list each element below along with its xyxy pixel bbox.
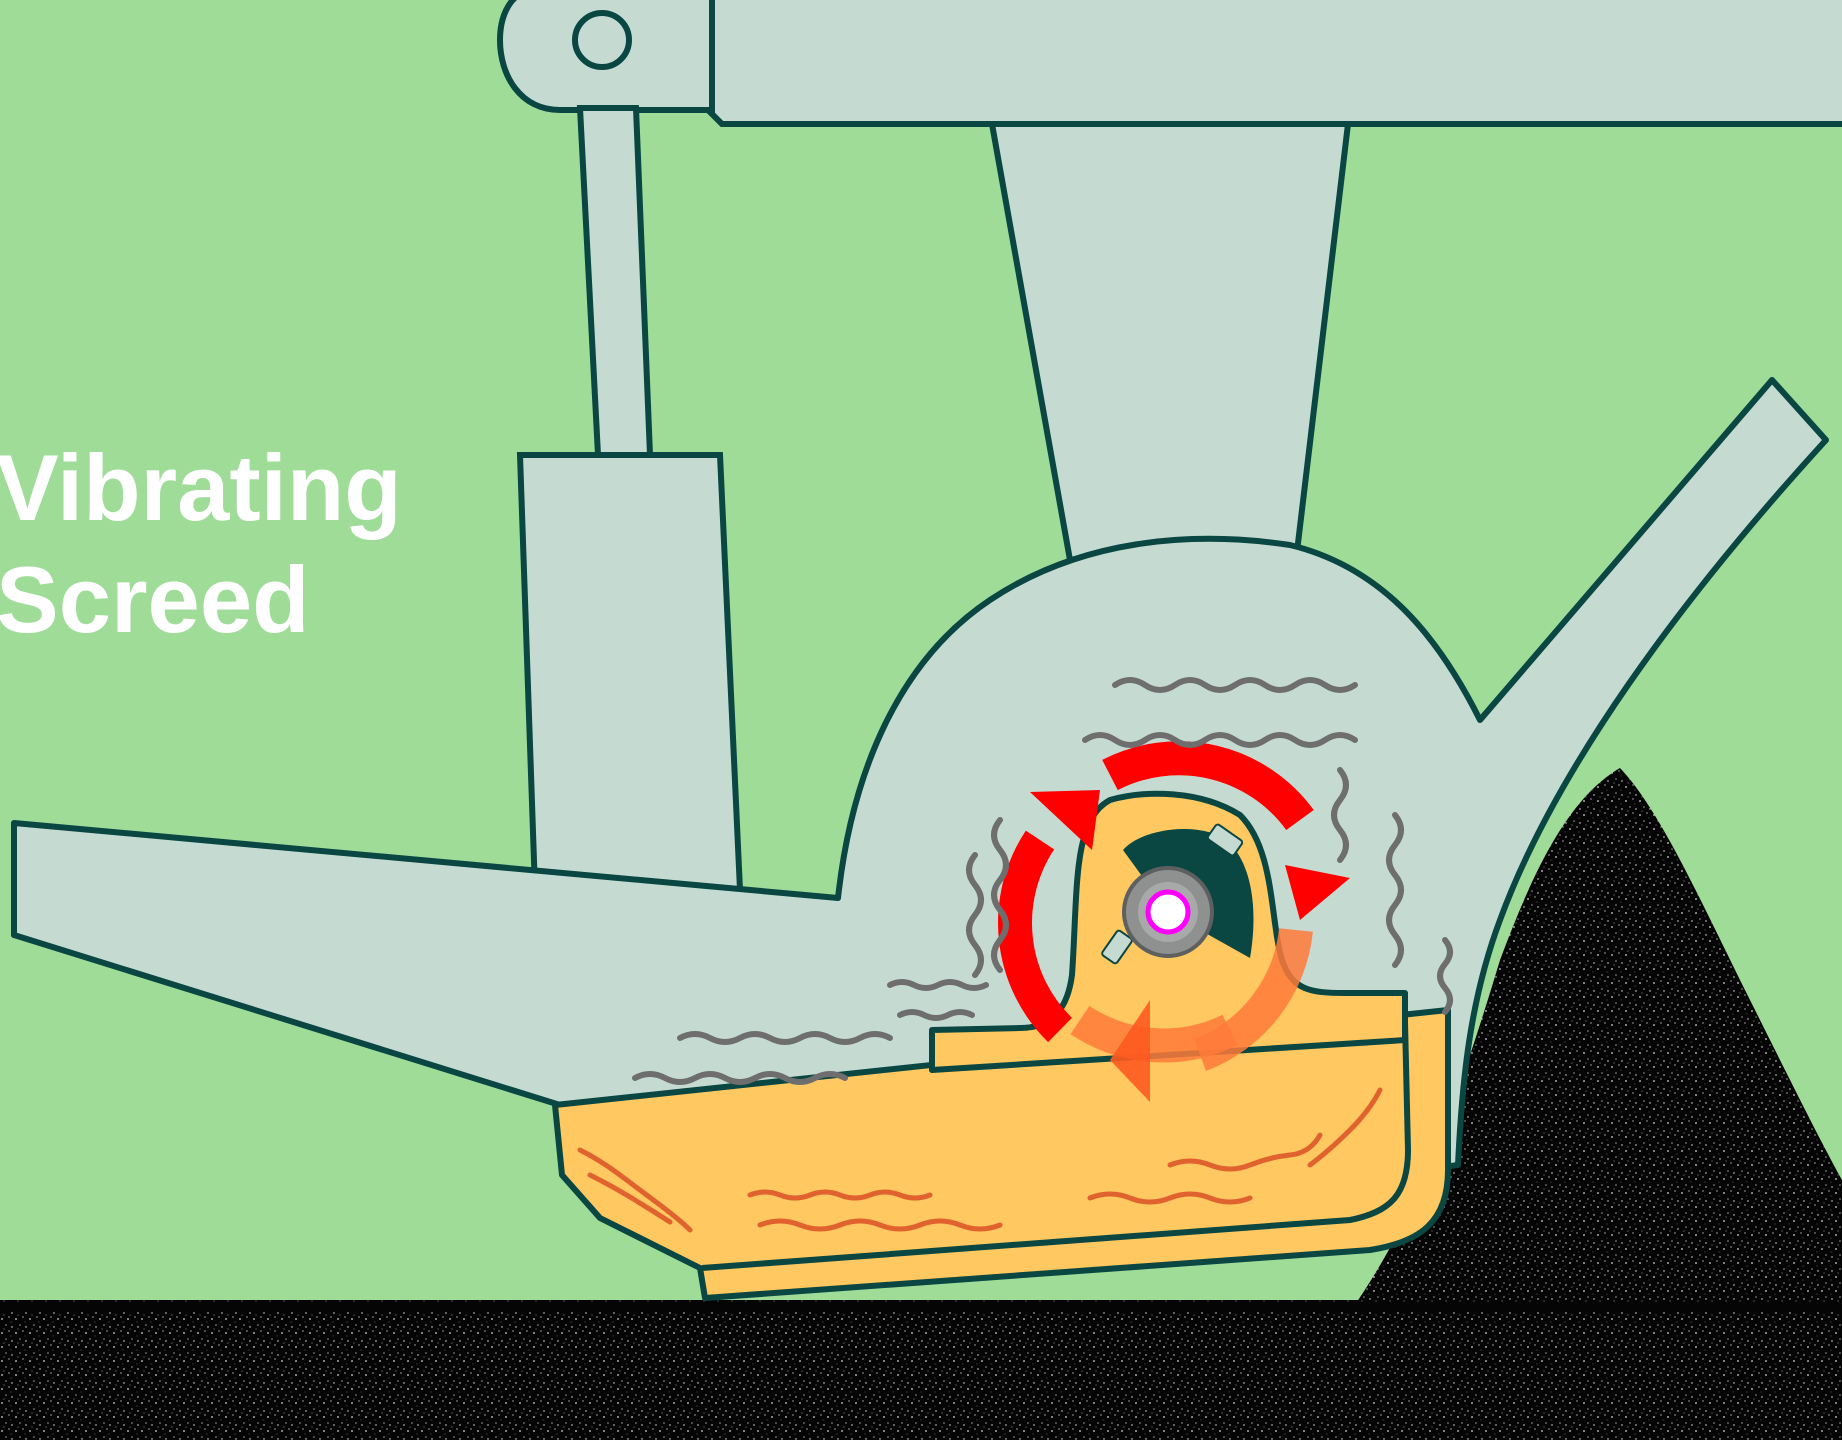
diagram-title: Vibrating Screed [0,432,402,656]
shaft-center [1148,892,1188,932]
center-strut [992,124,1348,560]
piston-rod [580,108,650,455]
title-line-1: Vibrating [0,432,402,544]
hydraulic-cylinder [520,455,740,890]
title-line-2: Screed [0,544,402,656]
asphalt-mat [0,1300,1842,1440]
pivot-pin [575,13,629,67]
top-frame-beam [706,0,1842,124]
